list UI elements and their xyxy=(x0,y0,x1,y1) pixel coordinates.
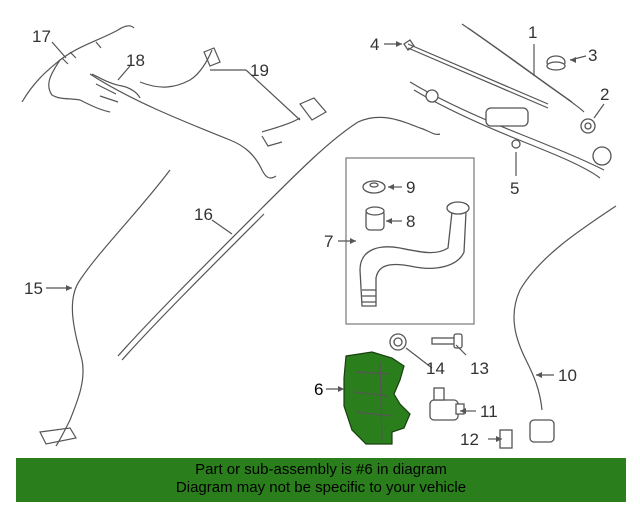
parts-diagram: 1 2 3 4 5 6 7 8 9 10 11 12 13 14 15 16 1… xyxy=(21,23,617,449)
callout-12: 12 xyxy=(460,430,479,449)
callout-8: 8 xyxy=(406,212,415,231)
part-11-pump xyxy=(429,387,465,421)
callout-13: 13 xyxy=(470,359,489,378)
info-banner: Part or sub-assembly is #6 in diagram Di… xyxy=(16,458,626,502)
part-17-hose xyxy=(21,25,135,113)
callout-7: 7 xyxy=(324,232,333,251)
callout-16: 16 xyxy=(194,205,213,224)
callout-labels: 1 2 3 4 5 6 7 8 9 10 11 12 13 14 15 16 1… xyxy=(24,23,609,449)
callout-10: 10 xyxy=(558,366,577,385)
callout-2: 2 xyxy=(600,85,609,104)
callout-3: 3 xyxy=(588,46,597,65)
part-13-bolt xyxy=(431,333,463,349)
part-6-reservoir[interactable] xyxy=(343,351,411,445)
callout-1: 1 xyxy=(528,23,537,42)
part-10-hose xyxy=(513,205,617,443)
part-19-hose xyxy=(89,47,327,179)
callout-9: 9 xyxy=(406,178,415,197)
part-14-nut xyxy=(389,333,407,351)
part-8-seal xyxy=(365,206,385,231)
part-5-linkage xyxy=(409,81,612,179)
callout-15: 15 xyxy=(24,279,43,298)
banner-line-1: Part or sub-assembly is #6 in diagram xyxy=(195,461,447,478)
callout-17: 17 xyxy=(32,27,51,46)
callout-14: 14 xyxy=(426,359,445,378)
callout-4: 4 xyxy=(370,35,379,54)
callout-11: 11 xyxy=(480,402,498,421)
part-18-hose xyxy=(91,73,141,103)
part-4-wiper-arm xyxy=(403,39,549,109)
part-3-cap xyxy=(546,55,566,71)
callout-6: 6 xyxy=(314,380,323,399)
part-9-grommet xyxy=(362,180,386,194)
part-1-wiper-blade xyxy=(461,23,585,113)
part-2-nut xyxy=(580,118,596,134)
leader-arrowheads xyxy=(66,41,576,442)
callout-18: 18 xyxy=(126,51,145,70)
callout-5: 5 xyxy=(510,179,519,198)
banner-line-2: Diagram may not be specific to your vehi… xyxy=(175,479,467,496)
part-7-filler-neck xyxy=(359,201,470,307)
part-15-hose xyxy=(39,169,171,447)
callout-19: 19 xyxy=(250,61,269,80)
part-16-hose xyxy=(117,116,441,361)
